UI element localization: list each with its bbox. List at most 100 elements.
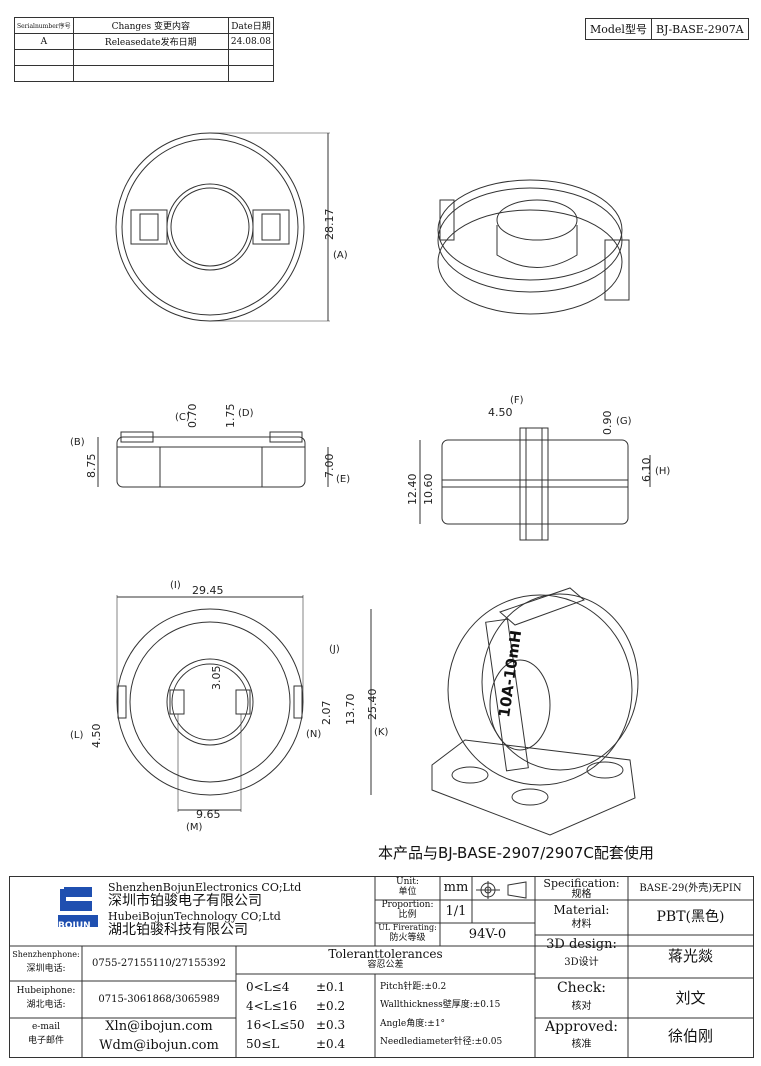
approved-label: Approved: (544, 1019, 619, 1035)
model-label: Model型号 (585, 18, 652, 40)
dim-4-50-top: 4.50 (488, 406, 513, 419)
dim-f: (F) (510, 395, 524, 406)
dim-m: (M) (186, 822, 203, 833)
hb-phone: 0715-3061868/3065989 (98, 994, 220, 1005)
sz-phone: 0755-27155110/27155392 (92, 958, 226, 969)
company-en1: ShenzhenBojunElectronics CO;Ltd (108, 881, 302, 894)
dim-l: (L) (70, 730, 83, 741)
tol-range-3: 50≤L (246, 1037, 280, 1051)
dim-0-90: 0.90 (601, 411, 614, 436)
tol-val-1: ±0.2 (316, 999, 346, 1013)
dim-c: (C) (175, 412, 190, 423)
dim-13-70: 13.70 (344, 694, 357, 726)
bojun-logo (58, 887, 98, 927)
design-cn: 3D设计 (564, 957, 599, 968)
side-view (419, 427, 651, 541)
approved-value: 徐伯刚 (667, 1027, 713, 1045)
dim-7-00: 7.00 (323, 454, 336, 479)
dim-d: (D) (238, 408, 254, 419)
wall-tol: Wallthickness壁厚度:±0.15 (380, 1000, 501, 1010)
model-value: BJ-BASE-2907A (650, 18, 749, 40)
unit-label: Unit: (396, 877, 419, 887)
usage-notice: 本产品与BJ-BASE-2907/2907C配套使用 (378, 844, 654, 862)
sz-phone-cn: 深圳电话: (26, 964, 66, 974)
dim-1-75: 1.75 (224, 404, 237, 429)
dim-10-60: 10.60 (422, 474, 435, 506)
ul-label: UL Firerating: (378, 923, 437, 932)
unit-value: mm (443, 880, 469, 895)
email-cn: 电子邮件 (27, 1036, 64, 1046)
check-label: Check: (556, 980, 607, 996)
tol-val-2: ±0.3 (316, 1018, 346, 1032)
technical-drawing: 28.17 (A) (C) 0.70 1.75 (D) (B) 8.75 7.0… (70, 132, 670, 836)
dim-h: (H) (655, 466, 670, 477)
tolerance-title: Toleranttolerances (328, 947, 443, 961)
dim-2-07: 2.07 (320, 701, 333, 726)
front-view (97, 431, 329, 488)
dim-6-10: 6.10 (640, 458, 653, 483)
tol-range-1: 4<L≤16 (246, 999, 297, 1013)
angle-tol: Angle角度:±1° (380, 1019, 446, 1029)
dim-b: (B) (70, 437, 85, 448)
dim-j: (J) (329, 644, 340, 655)
tol-val-0: ±0.1 (316, 980, 346, 994)
proportion-cn: 比例 (398, 910, 417, 920)
email1: Xln@ibojun.com (105, 1019, 213, 1034)
logo-text: BOJUN (58, 921, 91, 931)
hb-phone-label: Hubeiphone: (16, 986, 76, 996)
needle-tol: Needlediameter针径:±0.05 (380, 1037, 503, 1047)
spec-value: BASE-29(外壳)无PIN (639, 883, 742, 894)
iso-view-assembled (431, 587, 639, 836)
pitch-tol: Pitch针距:±0.2 (380, 982, 447, 992)
dim-12-40: 12.40 (406, 474, 419, 506)
company-en2: HubeiBojunTechnology CO;Ltd (108, 910, 281, 923)
dim-0-70: 0.70 (186, 404, 199, 429)
material-value: PBT(黑色) (656, 909, 725, 925)
dim-e: (E) (336, 474, 350, 485)
dim-9-65: 9.65 (196, 808, 221, 821)
company-cn2: 湖北铂骏科技有限公司 (108, 922, 248, 938)
bottom-view (116, 595, 372, 812)
tolerance-cn: 容忍公差 (367, 960, 404, 970)
proportion-value: 1/1 (445, 904, 467, 919)
dim-3-05: 3.05 (210, 666, 223, 691)
dim-8-75: 8.75 (85, 454, 98, 479)
dim-a: (A) (333, 250, 348, 261)
tol-range-2: 16<L≤50 (246, 1018, 305, 1032)
spec-label: Specification: (543, 877, 620, 890)
dim-n: (N) (306, 729, 321, 740)
iso-view-top (437, 179, 630, 315)
check-cn: 核对 (571, 1001, 592, 1012)
dim-25-40: 25.40 (366, 689, 379, 721)
email-label: e-mail (31, 1022, 61, 1032)
tol-range-0: 0<L≤4 (246, 980, 290, 994)
proportion-label: Proportion: (381, 900, 434, 910)
design-label: 3D design: (546, 937, 617, 952)
revision-table: Serialnumber序号 Changes 变更内容 Date日期 A Rel… (14, 17, 275, 82)
title-block: BOJUN ShenzhenBojunElectronics CO;Ltd 深圳… (9, 876, 754, 1058)
material-label: Material: (553, 903, 610, 917)
check-value: 刘文 (675, 989, 706, 1007)
approved-cn: 核准 (571, 1039, 592, 1050)
projection-icon (476, 881, 527, 899)
sz-phone-label: Shenzhenphone: (12, 950, 80, 959)
dim-g: (G) (616, 416, 632, 427)
ul-value: 94V-0 (468, 927, 507, 942)
dim-29-45: 29.45 (192, 584, 224, 597)
email2: Wdm@ibojun.com (99, 1038, 219, 1053)
dim-28-17: 28.17 (323, 209, 336, 241)
model-box: Model型号 BJ-BASE-2907A (585, 18, 749, 40)
design-value: 蒋光燚 (667, 947, 713, 965)
coil-label: 10A-10mH (495, 629, 525, 718)
ul-cn: 防火等级 (389, 933, 426, 943)
material-cn: 材料 (571, 919, 592, 930)
dim-k: (K) (374, 727, 388, 738)
tol-val-3: ±0.4 (316, 1037, 346, 1051)
dim-i: (I) (170, 580, 181, 591)
company-cn1: 深圳市铂骏电子有限公司 (108, 893, 262, 909)
hb-phone-cn: 湖北电话: (26, 1000, 66, 1010)
top-view (115, 132, 330, 322)
dim-4-50: 4.50 (90, 724, 103, 749)
unit-cn: 单位 (398, 887, 417, 897)
spec-cn: 规格 (571, 889, 592, 900)
